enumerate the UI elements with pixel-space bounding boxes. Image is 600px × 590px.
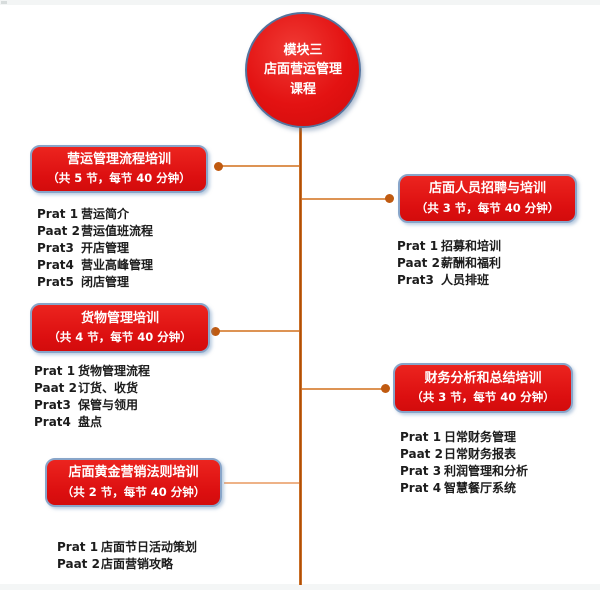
course-item-text: 开店管理 (81, 241, 130, 255)
course-item: Prat3 保管与领用 (34, 397, 150, 414)
top-left-edge-mark (1, 1, 7, 4)
course-item-text: 店面节日活动策划 (101, 540, 198, 554)
connector-dot-finance-analysis (381, 384, 390, 393)
connector-line-staff-recruiting (302, 198, 387, 200)
root-title-line: 模块三 (283, 42, 323, 58)
course-item-label: Paat 2 (57, 557, 100, 571)
branch-subtitle: （共 2 节，每节 40 分钟） (61, 484, 206, 499)
root-title-line: 店面营运管理 (263, 62, 342, 78)
course-item-label: Paat 2 (400, 447, 443, 461)
connector-line-finance-analysis (302, 388, 383, 390)
course-item: Paat 2营运值班流程 (37, 223, 153, 240)
course-item-label: Prat 4 (400, 481, 442, 495)
course-item-text: 日常财务管理 (444, 430, 517, 444)
course-item-label: Prat3 (37, 241, 74, 255)
course-item-label: Prat 1 (37, 207, 79, 221)
branch-title: 营运管理流程培训 (66, 151, 171, 167)
branch-box-golden-marketing[interactable]: 店面黄金营销法则培训 （共 2 节，每节 40 分钟） (45, 458, 222, 507)
course-item-text: 营运简介 (81, 207, 130, 221)
course-item-text: 薪酬和福利 (441, 256, 502, 270)
connector-line-operations-process (221, 165, 299, 167)
course-item: Paat 2薪酬和福利 (397, 255, 501, 272)
branch-subtitle: （共 3 节，每节 40 分钟） (415, 200, 560, 215)
course-item: Prat3 人员排班 (397, 272, 501, 289)
course-item-text: 招募和培训 (441, 239, 502, 253)
course-item-label: Prat 1 (400, 430, 442, 444)
course-item-label: Prat5 (37, 275, 74, 289)
course-item-text: 保管与领用 (78, 398, 139, 412)
course-item-label: Prat 1 (34, 364, 76, 378)
top-edge-strip (0, 0, 600, 5)
course-item-text: 智慧餐厅系统 (444, 481, 517, 495)
branch-title: 货物管理培训 (80, 310, 159, 326)
branch-subtitle: （共 4 节，每节 40 分钟） (48, 330, 192, 345)
course-item-label: Prat3 (34, 398, 71, 412)
course-item-text: 货物管理流程 (78, 364, 151, 378)
root-node[interactable]: 模块三 店面营运管理 课程 (245, 12, 361, 128)
course-item-label: Prat 1 (397, 239, 439, 253)
course-item-text: 盘点 (78, 415, 103, 429)
branch-title: 财务分析和总结培训 (424, 370, 542, 386)
course-item-text: 订货、收货 (78, 381, 139, 395)
course-item-text: 营运值班流程 (81, 224, 154, 238)
bottom-edge-strip (0, 584, 600, 590)
course-item: Paat 2订货、收货 (34, 380, 150, 397)
course-item-label: Prat4 (34, 415, 71, 429)
course-item-label: Paat 2 (34, 381, 77, 395)
branch-subtitle: （共 5 节，每节 40 分钟） (47, 171, 191, 186)
center-trunk-line (299, 127, 302, 585)
connector-dot-operations-process (214, 162, 223, 171)
course-item-label: Prat 1 (57, 540, 99, 554)
connector-line-goods-management (218, 330, 299, 332)
branch-title: 店面黄金营销法则培训 (68, 465, 199, 481)
course-item: Prat4 盘点 (34, 414, 150, 431)
connector-dot-staff-recruiting (385, 194, 394, 203)
course-item-label: Paat 2 (397, 256, 440, 270)
branch-box-staff-recruiting[interactable]: 店面人员招聘与培训 （共 3 节，每节 40 分钟） (398, 174, 577, 223)
branch-box-operations-process[interactable]: 营运管理流程培训 （共 5 节，每节 40 分钟） (30, 145, 208, 193)
branch-box-finance-analysis[interactable]: 财务分析和总结培训 （共 3 节，每节 40 分钟） (393, 363, 573, 413)
course-item-label: Prat3 (397, 273, 434, 287)
root-title-line: 课程 (289, 81, 316, 97)
course-item-label: Prat4 (37, 258, 74, 272)
course-item-text: 利润管理和分析 (444, 464, 529, 478)
connector-line-golden-marketing (224, 482, 299, 484)
course-item: Prat5 闭店管理 (37, 274, 153, 291)
course-item-label: Prat 3 (400, 464, 442, 478)
course-item-text: 日常财务报表 (444, 447, 517, 461)
course-item: Paat 2日常财务报表 (400, 446, 528, 463)
course-item: Prat4 营业高峰管理 (37, 257, 153, 274)
course-item-text: 人员排班 (441, 273, 490, 287)
course-item-text: 店面营销攻略 (101, 557, 174, 571)
course-item: Prat3 开店管理 (37, 240, 153, 257)
branch-box-goods-management[interactable]: 货物管理培训 （共 4 节，每节 40 分钟） (30, 303, 210, 353)
course-item: Paat 2店面营销攻略 (57, 556, 197, 573)
branch-subtitle: （共 3 节，每节 40 分钟） (411, 390, 555, 405)
course-item-text: 闭店管理 (81, 275, 130, 289)
course-item-label: Paat 2 (37, 224, 80, 238)
course-item-text: 营业高峰管理 (81, 258, 154, 272)
branch-title: 店面人员招聘与培训 (428, 181, 546, 197)
connector-dot-goods-management (211, 327, 220, 336)
